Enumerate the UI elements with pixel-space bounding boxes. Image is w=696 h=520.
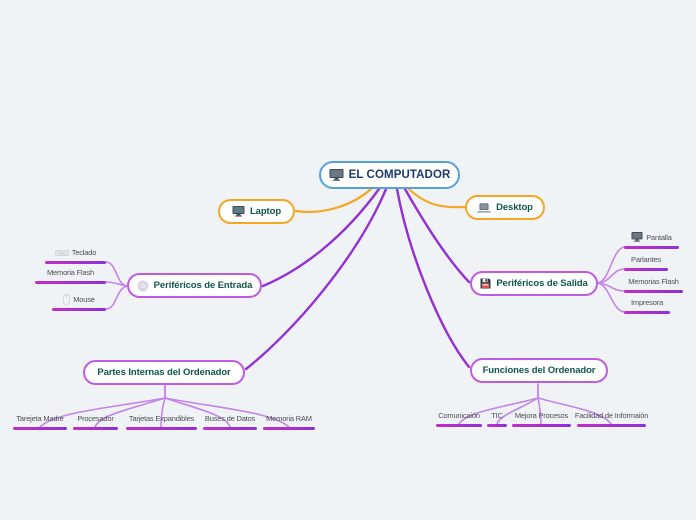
leaf-label: Tarejeta Madre	[16, 414, 64, 423]
branch-label: Partes Internas del Ordenador	[97, 367, 231, 378]
leaf-comunicaion[interactable]: Comunicaión	[436, 409, 482, 427]
leaf-underline	[436, 424, 482, 427]
leaf-underline	[126, 427, 197, 430]
cd-disc-icon	[137, 280, 149, 292]
leaf-memorias-flash[interactable]: Memorias Flash	[624, 275, 683, 293]
node-perifericos-de-entrada[interactable]: Periféricos de Entrada	[127, 273, 262, 298]
leaf-label: Memoria RAM	[266, 414, 312, 423]
leaf-buses-de-datos[interactable]: Buses de Datos	[203, 412, 257, 430]
leaf-tarjetas-expandibles[interactable]: Tarjetas Expandibles	[126, 412, 197, 430]
leaf-underline	[624, 311, 670, 314]
keyboard-icon	[54, 249, 69, 256]
leaf-label: TIC	[491, 411, 503, 420]
leaf-underline	[624, 290, 683, 293]
leaf-underline	[35, 281, 106, 284]
leaf-label: Procesador	[77, 414, 114, 423]
branch-label: Periféricos de Entrada	[153, 280, 253, 291]
leaf-impresora[interactable]: Impresora	[624, 296, 670, 314]
branch-label: Funciones del Ordenador	[482, 365, 596, 376]
connector-entrada-mouse	[105, 285, 129, 310]
leaf-mouse[interactable]: Mouse	[52, 292, 106, 311]
leaf-label: Facilidad de Informaión	[574, 411, 649, 420]
monitor-icon	[232, 206, 245, 217]
leaf-underline	[45, 261, 106, 264]
leaf-underline	[624, 268, 668, 271]
leaf-label: Comunicaión	[438, 411, 480, 420]
connector-root-partes-internas	[244, 187, 388, 371]
node-funciones-del-ordenador[interactable]: Funciones del Ordenador	[470, 358, 608, 383]
mouse-icon	[63, 293, 71, 305]
connector-salida-impresora	[596, 282, 626, 313]
leaf-memoria-flash[interactable]: Memoria Flash	[35, 266, 106, 284]
connector-funciones-facilidad	[537, 397, 612, 425]
connector-funciones-tic	[496, 397, 539, 425]
node-desktop[interactable]: Desktop	[465, 195, 545, 220]
branch-label: Laptop	[249, 206, 282, 217]
connector-root-laptop	[294, 187, 373, 213]
desktop-computer-icon	[329, 169, 344, 181]
leaf-label: Tarjetas Expandibles	[128, 414, 195, 423]
leaf-label: Impresora	[631, 298, 663, 307]
leaf-label: Pantalla	[646, 232, 672, 242]
leaf-label: Mouse	[73, 294, 95, 304]
connector-partes-buses-de-datos	[164, 397, 231, 428]
root-label: EL COMPUTADOR	[348, 169, 451, 181]
leaf-procesador[interactable]: Procesador	[73, 412, 118, 430]
leaf-label: Memoria Flash	[47, 268, 94, 277]
leaf-tarejeta-madre[interactable]: Tarejeta Madre	[13, 412, 67, 430]
node-laptop[interactable]: Laptop	[218, 199, 295, 224]
leaf-tic[interactable]: TIC	[487, 409, 507, 427]
leaf-label: Buses de Datos	[204, 414, 256, 423]
leaf-underline	[624, 246, 679, 249]
node-partes-internas-del-ordenador[interactable]: Partes Internas del Ordenador	[83, 360, 245, 385]
leaf-underline	[577, 424, 646, 427]
connector-partes-tarjetas-expandibles	[160, 397, 166, 428]
connector-partes-tarejeta-madre	[39, 397, 166, 428]
leaf-label: Memorias Flash	[628, 277, 679, 286]
connector-funciones-mejora-procesos	[537, 397, 542, 425]
laptop-icon	[477, 202, 492, 213]
connector-root-funciones	[395, 187, 471, 369]
leaf-underline	[487, 424, 507, 427]
branch-label: Periféricos de Salida	[496, 278, 588, 289]
leaf-label: Parlantes	[631, 255, 661, 264]
leaf-teclado[interactable]: Teclado	[45, 246, 106, 264]
leaf-pantalla[interactable]: Pantalla	[624, 230, 679, 249]
leaf-label: Mejora Procesos	[514, 411, 569, 420]
leaf-underline	[13, 427, 67, 430]
leaf-underline	[52, 308, 106, 311]
leaf-memoria-ram[interactable]: Memoria RAM	[263, 412, 315, 430]
leaf-parlantes[interactable]: Parlantes	[624, 253, 668, 271]
connector-funciones-comunicaion	[458, 397, 539, 425]
leaf-underline	[73, 427, 118, 430]
leaf-underline	[263, 427, 315, 430]
leaf-facilidad-de-informacion[interactable]: Facilidad de Informaión	[574, 409, 649, 427]
monitor-icon	[631, 232, 643, 242]
node-el-computador[interactable]: EL COMPUTADOR	[319, 161, 460, 189]
connector-salida-pantalla	[596, 246, 626, 284]
connector-partes-procesador	[94, 397, 166, 428]
connector-entrada-memoria-flash	[105, 281, 129, 287]
connector-root-perifericos-salida	[403, 187, 471, 284]
leaf-underline	[203, 427, 257, 430]
leaf-mejora-procesos[interactable]: Mejora Procesos	[512, 409, 571, 427]
floppy-disk-icon	[480, 278, 491, 289]
node-perifericos-de-salida[interactable]: Periféricos de Salida	[470, 271, 598, 296]
leaf-label: Teclado	[71, 248, 97, 257]
branch-label: Desktop	[496, 202, 533, 213]
connector-root-perifericos-entrada	[261, 187, 381, 288]
connector-partes-memoria-ram	[164, 397, 290, 428]
connector-root-desktop	[407, 187, 466, 209]
leaf-underline	[512, 424, 571, 427]
